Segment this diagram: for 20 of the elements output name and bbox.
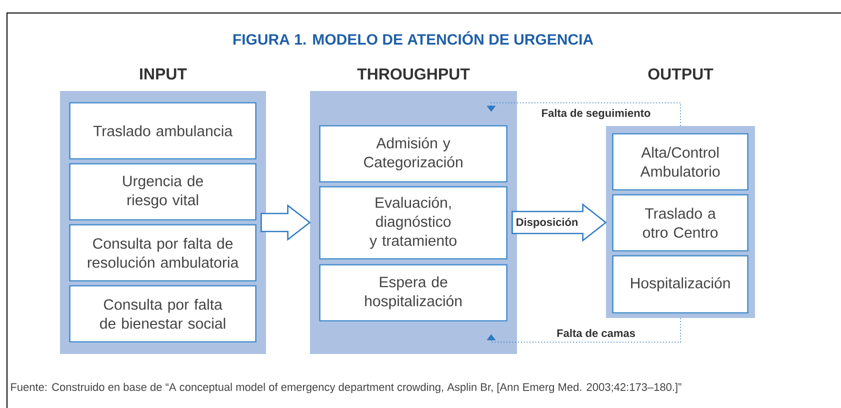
edge-label: Disposición <box>514 216 580 230</box>
process-box: Consulta por falta de bienestar social <box>69 285 256 342</box>
process-box: Consulta por falta de resolución ambulatoria <box>69 224 256 282</box>
process-box: Admisión y Categorización <box>319 125 508 182</box>
process-box: Espera de hospitalización <box>319 264 508 322</box>
process-box: Traslado a otro Centro <box>612 194 748 252</box>
process-box: Alta/Control Ambulatorio <box>612 133 748 190</box>
block-arrow <box>260 204 311 241</box>
edge-label: Falta de seguimiento <box>540 108 652 120</box>
edge-label: Falta de camas <box>556 328 636 338</box>
process-box: Traslado ambulancia <box>69 102 256 160</box>
panel-heading: THROUGHPUT <box>357 68 470 80</box>
panel-heading: OUTPUT <box>648 68 714 80</box>
process-box: Urgencia de riesgo vital <box>69 163 256 220</box>
feedback-arrow <box>486 318 681 343</box>
panel-heading: INPUT <box>140 68 187 80</box>
title: FIGURA 1. MODELO DE ATENCIÓN DE URGENCIA <box>233 31 594 45</box>
process-box: Evaluación, diagnóstico y tratamiento <box>319 186 508 260</box>
caption: Fuente: Construido en base de “A conceptual model of emergency department crowding, Asplin Br, [Ann Emerg Med. 2003;42:173–180.]” <box>11 382 682 394</box>
process-box: Hospitalización <box>612 255 748 314</box>
